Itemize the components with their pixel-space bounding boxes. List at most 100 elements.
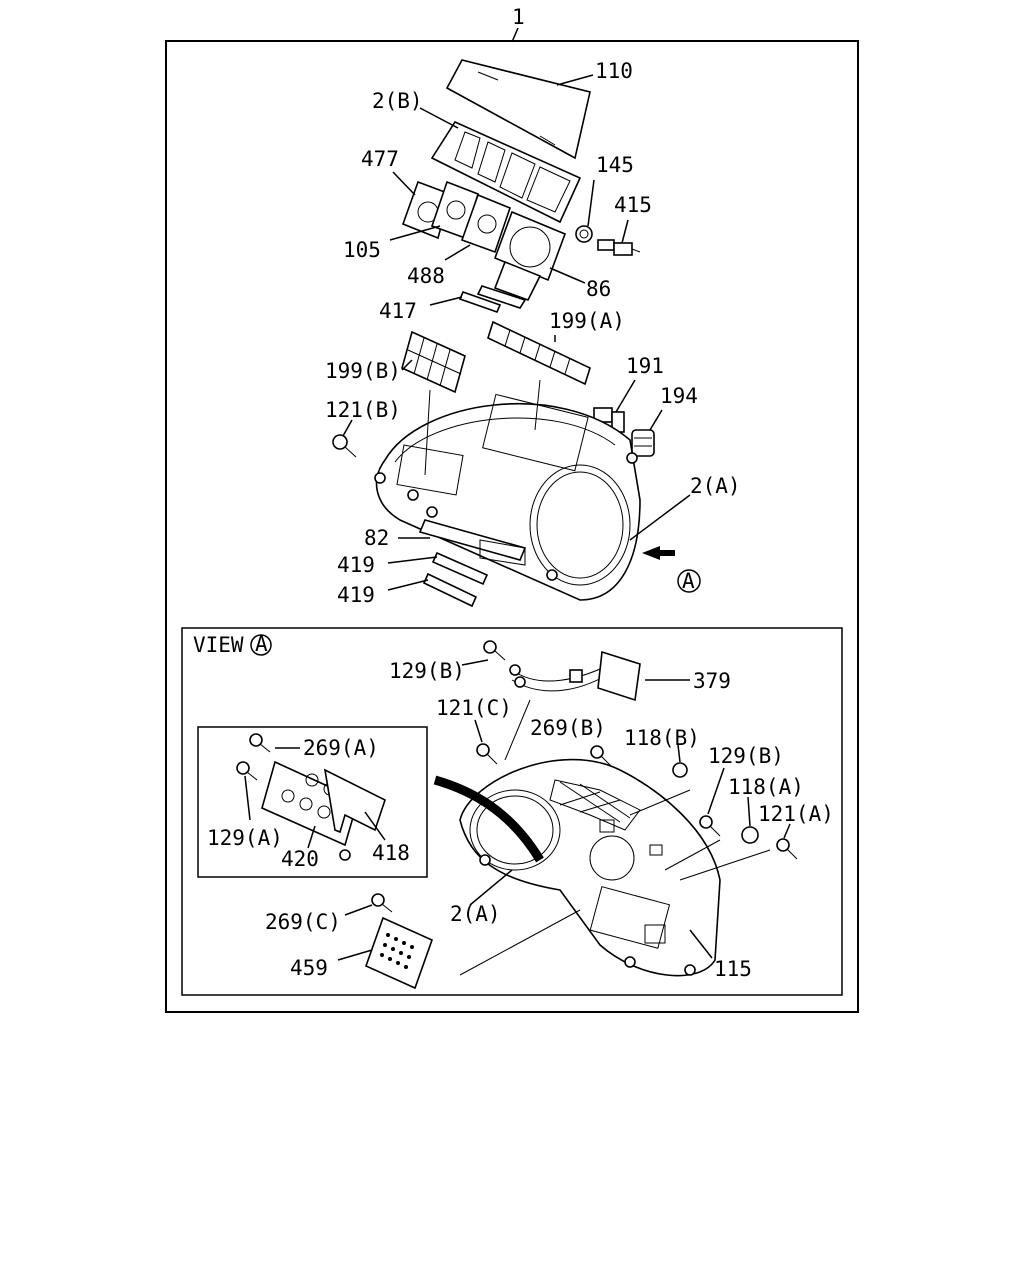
- leader-191: [615, 379, 636, 413]
- label-488: 488: [407, 264, 445, 288]
- bezel-2b: [430, 120, 582, 224]
- screw-269c: [371, 893, 393, 913]
- leader-199b: [401, 359, 413, 371]
- leader-459: [337, 949, 373, 961]
- guide-line-5: [459, 909, 581, 976]
- leader-419-upper: [387, 556, 438, 564]
- leader-415: [621, 219, 629, 244]
- leader-129a: [244, 775, 251, 821]
- view-a-arrow: [642, 546, 675, 560]
- leader-115: [689, 929, 713, 959]
- connector-459: [364, 916, 434, 990]
- label-194: 194: [660, 384, 698, 408]
- guide-line-4: [679, 849, 771, 881]
- outer-frame: [165, 40, 859, 1013]
- screw-129b-2: [699, 815, 721, 837]
- label-477: 477: [361, 147, 399, 171]
- label-199b: 199(B): [325, 359, 401, 383]
- screw-129a: [236, 761, 258, 781]
- label-419-upper: 419: [337, 553, 375, 577]
- nut-118b: [672, 762, 688, 778]
- label-269b: 269(B): [530, 716, 606, 740]
- view-a-title-marker: A: [255, 632, 268, 656]
- label-419-lower: 419: [337, 583, 375, 607]
- label-379: 379: [693, 669, 731, 693]
- leader-121a: [783, 823, 791, 839]
- view-a-arrow-marker: A: [682, 569, 695, 593]
- bulb-415: [597, 239, 641, 256]
- leader-418: [364, 811, 386, 841]
- screw-269b: [590, 745, 612, 767]
- leader-110: [556, 74, 594, 86]
- label-129b-1: 129(B): [389, 659, 465, 683]
- label-110: 110: [595, 59, 633, 83]
- label-145: 145: [596, 153, 634, 177]
- leader-419-lower: [387, 579, 429, 591]
- label-86: 86: [586, 277, 611, 301]
- screw-121b: [332, 434, 357, 458]
- screw-121a: [776, 838, 798, 860]
- label-82: 82: [364, 526, 389, 550]
- clip-419-upper: [431, 551, 489, 586]
- nut-118a: [741, 826, 759, 844]
- leader-194: [649, 409, 663, 431]
- view-a-arrow-circle: [677, 569, 701, 593]
- guide-line-2: [629, 789, 691, 816]
- label-2a-top: 2(A): [690, 474, 741, 498]
- leader-145: [587, 179, 595, 227]
- speedometer-86: [493, 210, 567, 301]
- leader-477: [392, 171, 416, 196]
- cluster-rear-2a: [459, 758, 721, 977]
- label-129a: 129(A): [207, 826, 283, 850]
- view-a-box: [181, 627, 843, 996]
- label-105: 105: [343, 238, 381, 262]
- screw-269a: [249, 733, 271, 753]
- bracket-418: [323, 768, 386, 861]
- label-417: 417: [379, 299, 417, 323]
- label-420: 420: [281, 847, 319, 871]
- label-2b: 2(B): [372, 89, 423, 113]
- inset-box: [197, 726, 428, 878]
- leader-129b-1: [461, 659, 489, 666]
- label-199a: 199(A): [549, 309, 625, 333]
- warning-strip-199b: [401, 330, 466, 394]
- harness-379: [483, 640, 641, 702]
- leader-269c: [344, 904, 373, 916]
- grommet-145: [575, 225, 593, 243]
- wire-bundle: [433, 775, 544, 863]
- leader-121c: [474, 719, 483, 743]
- label-129b-2: 129(B): [708, 744, 784, 768]
- label-415: 415: [614, 193, 652, 217]
- bulb-194: [631, 429, 655, 457]
- view-a-title-circle: [250, 634, 272, 656]
- warning-strip-199a: [487, 320, 591, 386]
- leader-420: [307, 825, 316, 849]
- label-269a: 269(A): [303, 736, 379, 760]
- leader-2a-top: [629, 494, 691, 541]
- bracket-82: [418, 519, 527, 566]
- connector-417: [458, 285, 527, 314]
- cluster-case-2a: [374, 379, 641, 601]
- leader-86: [549, 267, 586, 284]
- leader-105: [389, 225, 441, 241]
- label-118b: 118(B): [624, 726, 700, 750]
- label-121c: 121(C): [436, 696, 512, 720]
- view-a-title: VIEW: [193, 633, 244, 657]
- label-121b: 121(B): [325, 398, 401, 422]
- leader-118a: [747, 796, 751, 827]
- label-115: 115: [714, 957, 752, 981]
- assembly-number-label: 1: [512, 5, 525, 29]
- gauge-488: [460, 193, 512, 254]
- label-2a-view: 2(A): [450, 902, 501, 926]
- leader-129b-2: [707, 767, 725, 815]
- lens-110: [445, 59, 591, 160]
- label-269c: 269(C): [265, 910, 341, 934]
- socket-191: [593, 407, 625, 433]
- label-459: 459: [290, 956, 328, 980]
- screw-121c: [476, 743, 498, 765]
- leader-121b: [342, 419, 353, 437]
- label-121a: 121(A): [758, 802, 834, 826]
- label-191: 191: [626, 354, 664, 378]
- leader-2b: [419, 107, 459, 129]
